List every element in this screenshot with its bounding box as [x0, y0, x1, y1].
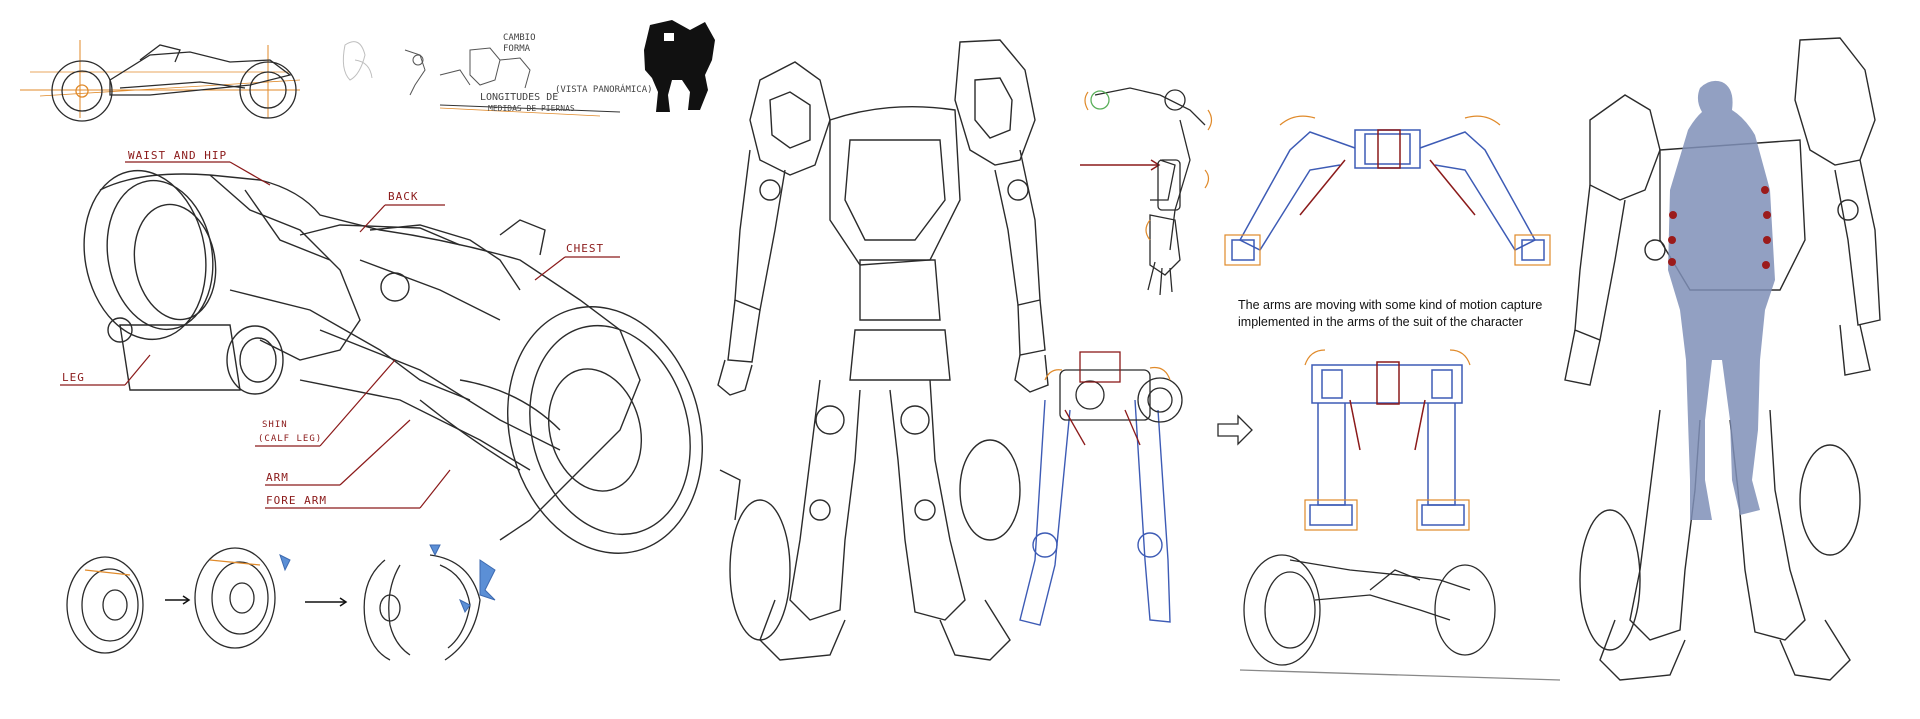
note-cambio: CAMBIO — [503, 33, 536, 43]
pilot-silhouette — [1668, 80, 1775, 520]
note-forma: FORMA — [503, 44, 531, 54]
note-vista: (VISTA PANORÁMICA) — [555, 85, 653, 95]
leg-mechanism-top — [1059, 369, 1183, 423]
transform-arrows — [165, 595, 348, 607]
caption-line-2: implemented in the arms of the suit of t… — [1238, 315, 1523, 329]
label-leg: LEG — [62, 371, 85, 384]
bike-small-sketch — [1239, 554, 1561, 681]
label-shin: SHIN — [262, 420, 288, 430]
wheel-transform-sequence — [66, 547, 481, 661]
label-forearm: FORE ARM — [266, 494, 327, 507]
rotation-arrows-blue — [279, 544, 496, 614]
arrow-to-arm-detail — [1080, 159, 1161, 171]
arm-frame-spread-red — [1299, 129, 1476, 216]
leg-mechanism-orange — [1044, 366, 1171, 381]
arm-frame-spread — [1231, 129, 1545, 261]
bike-side-view-sketch — [20, 40, 301, 122]
arm-mechanism-detail — [1090, 87, 1206, 296]
faint-thumbnail-sketches — [342, 41, 373, 81]
bike-perspective-sketch — [83, 169, 703, 554]
caption-line-1: The arms are moving with some kind of mo… — [1238, 298, 1543, 312]
arm-frame-down — [1309, 364, 1465, 526]
label-shin-calf: (CALF LEG) — [258, 434, 323, 444]
arm-frame-spread-accents — [1224, 115, 1551, 266]
bike-annotation-leaders — [60, 161, 620, 509]
label-chest: CHEST — [566, 242, 605, 255]
robot-front-view — [717, 39, 1049, 661]
motion-capture-caption: The arms are moving with some kind of mo… — [1238, 297, 1568, 331]
arm-thumbnail-sketches — [404, 47, 621, 117]
arm-rotation-markers — [1084, 91, 1213, 241]
label-waist-and-hip: WAIST AND HIP — [128, 149, 228, 162]
robot-with-pilot-view — [1564, 37, 1881, 681]
pilot-joint-dots — [1668, 186, 1771, 269]
outline-arrow — [1217, 414, 1253, 446]
note-medidas: MEDIDAS DE PIERNAS — [488, 104, 575, 113]
leg-mechanism — [1019, 399, 1171, 626]
robot-silhouette-thumbnail — [644, 20, 715, 112]
label-arm: ARM — [266, 471, 289, 484]
leg-mechanism-red — [1064, 351, 1141, 446]
note-longitudes: LONGITUDES DE — [480, 92, 559, 103]
label-back: BACK — [388, 190, 419, 203]
arm-frame-down-red — [1349, 361, 1426, 451]
arm-frame-down-accents — [1304, 349, 1471, 531]
